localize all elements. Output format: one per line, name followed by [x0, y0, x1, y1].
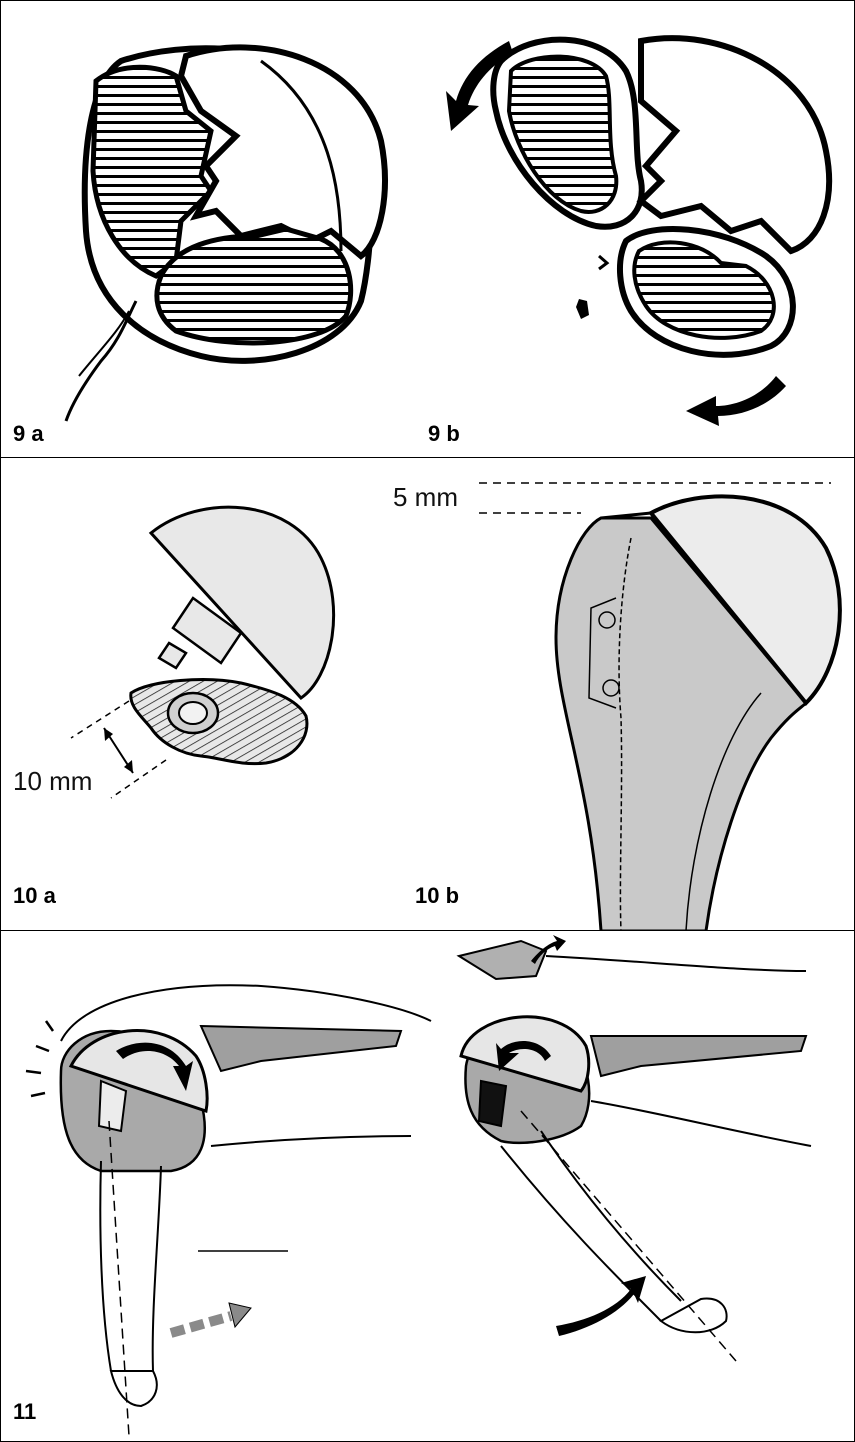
- medullary-canal-inner: [179, 702, 207, 724]
- arm-outline-right: [591, 1101, 811, 1146]
- panel-fig-11: 11: [1, 931, 854, 1441]
- hand-right: [661, 1299, 727, 1333]
- stem-right: [479, 1081, 506, 1126]
- forearm-right: [501, 1131, 681, 1321]
- scapula-spine: [201, 1026, 401, 1071]
- fig-9a-drawing: 9 a: [13, 47, 385, 446]
- upper-contour-right: [546, 956, 806, 971]
- resected-bone-section: [131, 680, 307, 764]
- fig-11-label: 11: [13, 1399, 36, 1424]
- dashed-arrow-rotation: [171, 1316, 231, 1333]
- motion-strokes: [26, 1021, 53, 1096]
- suture-line-2: [79, 311, 129, 376]
- fig-11-left-drawing: 11: [13, 985, 431, 1436]
- stem-left: [99, 1081, 126, 1131]
- suture-knot: [599, 256, 607, 269]
- fig-10a-drawing: 10 mm 10 a: [13, 507, 334, 908]
- prosthesis-stem-tip: [159, 643, 186, 668]
- fig-10b-drawing: 5 mm 10 b: [393, 482, 840, 931]
- axis-line-right: [521, 1111, 736, 1361]
- fig-10-drawing: 10 mm 10 a 5 mm 10 b: [1, 458, 854, 931]
- panel-fig-9: 9 a 9 b: [1, 1, 854, 458]
- hand-left: [111, 1371, 157, 1406]
- tuberosity-greater-hatch: [509, 57, 616, 212]
- scapula-spine-right: [591, 1036, 806, 1076]
- arrow-rotation-bottom: [686, 376, 786, 426]
- forearm-left: [100, 1161, 161, 1371]
- bone-chip: [576, 299, 589, 319]
- fig-10b-label: 10 b: [415, 883, 459, 908]
- panel-fig-10: 10 mm 10 a 5 mm 10 b: [1, 458, 854, 931]
- measurement-10mm: 10 mm: [13, 766, 92, 796]
- dimension-line-upper: [71, 701, 129, 738]
- upper-arm-left: [211, 1136, 411, 1146]
- fig-9-drawing: 9 a 9 b: [1, 1, 854, 458]
- fig-11-right-drawing: [459, 935, 811, 1361]
- measurement-5mm: 5 mm: [393, 482, 458, 512]
- dashed-arrow-head: [229, 1303, 251, 1327]
- curved-arrow-right: [556, 1276, 646, 1336]
- dimension-line-lower: [111, 760, 166, 798]
- fig-9b-drawing: 9 b: [428, 38, 829, 446]
- head-fragment-displaced: [641, 38, 829, 251]
- fig-11-drawing: 11: [1, 931, 854, 1441]
- fig-9b-label: 9 b: [428, 421, 460, 446]
- fig-10a-label: 10 a: [13, 883, 57, 908]
- fig-9a-label: 9 a: [13, 421, 44, 446]
- prosthesis-head: [151, 507, 334, 698]
